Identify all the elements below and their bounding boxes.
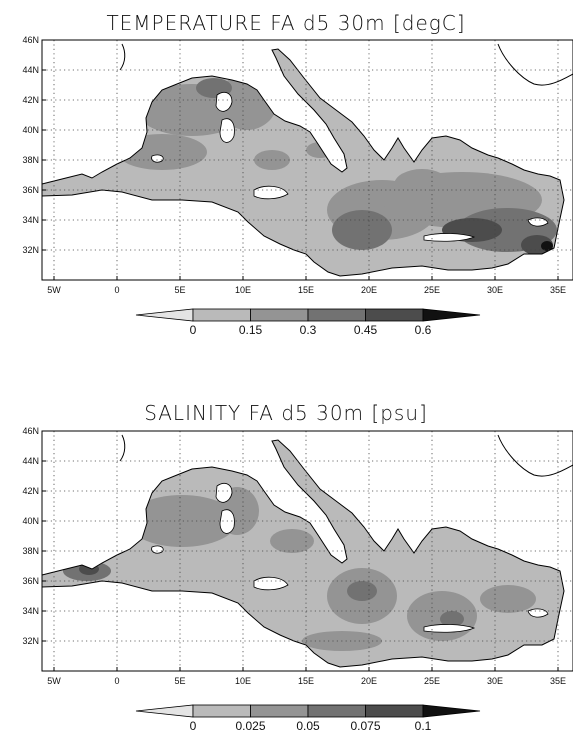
colorbar-low-arrow — [135, 704, 194, 718]
contour-region — [394, 169, 450, 201]
island — [215, 482, 233, 503]
island — [527, 217, 549, 227]
x-tick-label: 0 — [114, 285, 119, 295]
y-tick-label: 34N — [22, 606, 39, 616]
land-coastline — [497, 434, 573, 477]
colorbar-segment — [250, 704, 309, 718]
colorbar-segment — [250, 308, 309, 322]
colorbar-segment — [192, 308, 251, 322]
x-tick-label: 35E — [550, 285, 566, 295]
island — [215, 91, 233, 112]
land-coastline — [119, 43, 126, 71]
salinity-panel: SALINITY FA d5 30m [psu] 5W 0 5E 10E 15E 20E 2… — [22, 401, 573, 733]
contour-region — [117, 134, 207, 170]
contour-region — [347, 581, 377, 601]
y-tick-label: 42N — [22, 486, 39, 496]
x-tick-label: 35E — [550, 676, 566, 686]
island — [253, 185, 289, 200]
x-tick-label: 0 — [114, 676, 119, 686]
island — [527, 608, 549, 618]
colorbar: 0 0.025 0.05 0.075 0.1 — [135, 704, 481, 733]
x-tick-label: 10E — [235, 676, 251, 686]
y-tick-label: 46N — [22, 35, 39, 45]
y-tick-label: 34N — [22, 215, 39, 225]
colorbar-label: 0.6 — [415, 323, 432, 337]
colorbar-high-arrow — [422, 308, 481, 322]
x-tick-label: 20E — [361, 676, 377, 686]
colorbar-label: 0 — [190, 323, 197, 337]
y-tick-label: 42N — [22, 95, 39, 105]
colorbar-segment — [365, 308, 424, 322]
y-axis-ticks: 46N 44N 42N 40N 38N 36N 34N 32N — [22, 426, 46, 646]
coastline — [41, 439, 565, 668]
contour-region — [440, 611, 464, 627]
contour-region — [332, 210, 392, 250]
panel-title: TEMPERATURE FA d5 30m [degC] — [106, 11, 465, 35]
x-tick-label: 30E — [487, 676, 503, 686]
y-tick-label: 38N — [22, 155, 39, 165]
coastline — [41, 48, 565, 277]
contour-region — [306, 142, 334, 158]
x-tick-label: 25E — [424, 676, 440, 686]
colorbar-label: 0.1 — [415, 719, 432, 733]
y-tick-label: 44N — [22, 65, 39, 75]
colorbar-label: 0.075 — [350, 719, 380, 733]
x-tick-label: 25E — [424, 285, 440, 295]
y-tick-label: 40N — [22, 516, 39, 526]
colorbar-segment — [307, 704, 366, 718]
colorbar-label: 0.025 — [235, 719, 265, 733]
gridlines — [42, 431, 573, 671]
panel-title: SALINITY FA d5 30m [psu] — [144, 401, 428, 425]
y-tick-label: 32N — [22, 245, 39, 255]
y-axis-ticks: 46N 44N 42N 40N 38N 36N 34N 32N — [22, 35, 46, 255]
x-tick-label: 5E — [174, 285, 185, 295]
colorbar: 0 0.15 0.3 0.45 0.6 — [135, 308, 481, 337]
colorbar-segment — [307, 308, 366, 322]
y-tick-label: 32N — [22, 636, 39, 646]
gridlines — [42, 40, 573, 280]
y-tick-label: 46N — [22, 426, 39, 436]
map-area — [41, 430, 573, 672]
colorbar-low-arrow — [135, 308, 194, 322]
x-tick-label: 5W — [47, 285, 61, 295]
colorbar-label: 0.45 — [354, 323, 378, 337]
island — [219, 509, 235, 534]
x-tick-label: 5E — [174, 676, 185, 686]
colorbar-label: 0.3 — [300, 323, 317, 337]
colorbar-segment — [192, 704, 251, 718]
colorbar-segment — [365, 704, 424, 718]
x-axis-ticks: 5W 0 5E 10E 15E 20E 25E 30E 35E — [47, 276, 566, 295]
island — [423, 233, 476, 242]
y-tick-label: 40N — [22, 125, 39, 135]
x-tick-label: 5W — [47, 676, 61, 686]
x-axis-ticks: 5W 0 5E 10E 15E 20E 25E 30E 35E — [47, 667, 566, 686]
island — [151, 154, 164, 163]
y-tick-label: 36N — [22, 185, 39, 195]
temperature-panel: TEMPERATURE FA d5 30m [degC] 5W 0 5E 10E 15E… — [22, 11, 573, 337]
x-tick-label: 15E — [298, 285, 314, 295]
land-coastline — [497, 43, 573, 86]
island — [219, 118, 235, 143]
x-tick-label: 20E — [361, 285, 377, 295]
map-area — [41, 39, 573, 281]
contour-region — [480, 585, 536, 613]
colorbar-label: 0 — [190, 719, 197, 733]
x-tick-label: 15E — [298, 676, 314, 686]
contour-region — [541, 241, 553, 251]
land-coastline — [119, 434, 126, 462]
x-tick-label: 10E — [235, 285, 251, 295]
colorbar-high-arrow — [422, 704, 481, 718]
x-tick-label: 30E — [487, 285, 503, 295]
island — [253, 576, 289, 591]
contour-region — [270, 529, 314, 553]
colorbar-label: 0.15 — [239, 323, 263, 337]
colorbar-label: 0.05 — [296, 719, 320, 733]
y-tick-label: 38N — [22, 546, 39, 556]
island — [151, 545, 164, 554]
y-tick-label: 44N — [22, 456, 39, 466]
y-tick-label: 36N — [22, 576, 39, 586]
island — [423, 624, 476, 633]
contour-region — [127, 495, 237, 547]
